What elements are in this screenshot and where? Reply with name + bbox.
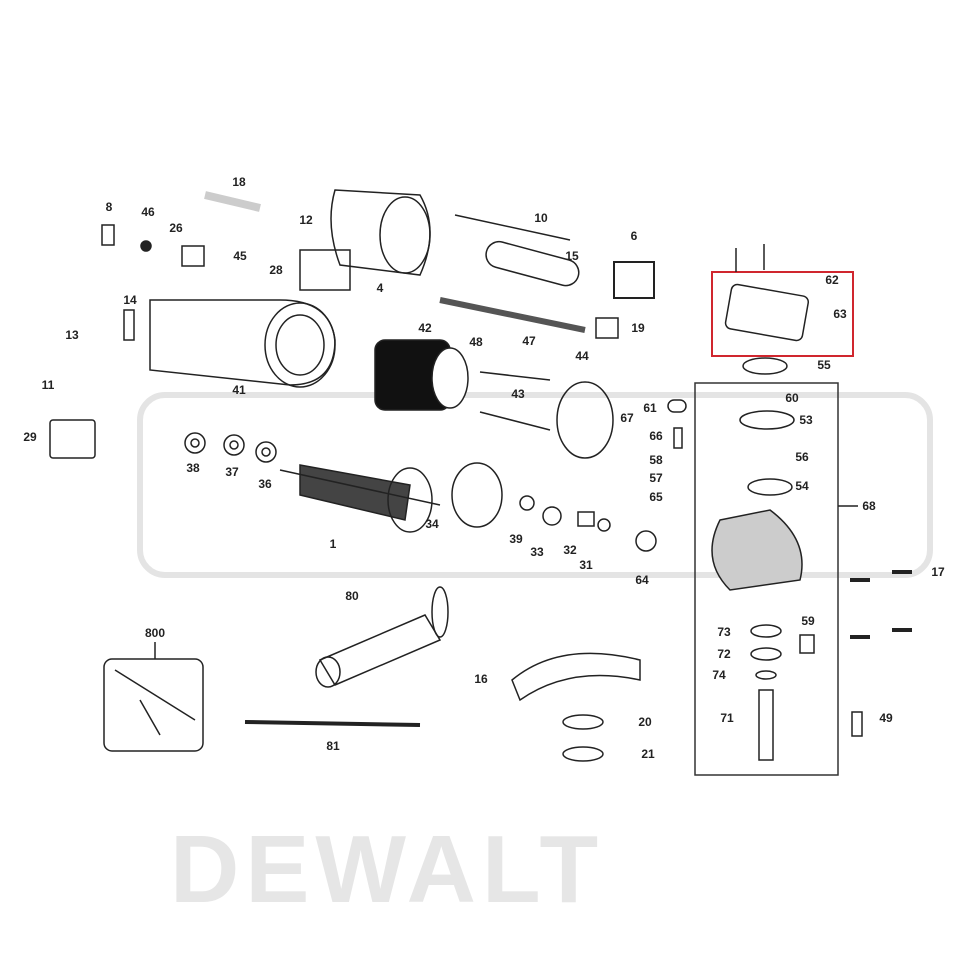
callout-label: 26	[169, 221, 183, 235]
field-coil	[374, 339, 469, 411]
callout-label: 68	[862, 499, 876, 513]
callout-label-highlighted: 62	[825, 273, 839, 287]
callout-label: 49	[879, 711, 893, 725]
callout-label: 46	[141, 205, 155, 219]
callout-label: 65	[649, 490, 663, 504]
callout-label: 19	[631, 321, 645, 335]
accessory-tool	[114, 669, 196, 736]
callout-label: 11	[41, 378, 55, 392]
callout-label: 57	[649, 471, 663, 485]
callout-label: 80	[345, 589, 359, 603]
callout-label: 42	[418, 321, 432, 335]
callout-label: 36	[258, 477, 272, 491]
callout-label: 53	[799, 413, 813, 427]
callout-label: 16	[474, 672, 488, 686]
callout-label: 20	[638, 715, 652, 729]
callout-label: 47	[522, 334, 536, 348]
washers	[184, 432, 657, 552]
callout-label: 58	[649, 453, 663, 467]
side-handle	[315, 586, 449, 688]
callout-label: 61	[643, 401, 657, 415]
callout-label: 67	[620, 411, 634, 425]
baffle-ring	[556, 381, 614, 459]
callout-label: 39	[509, 532, 523, 546]
callout-label: 81	[326, 739, 340, 753]
highlight-box	[711, 271, 854, 357]
rods	[204, 191, 586, 431]
callout-label: 71	[720, 711, 734, 725]
callout-label: 18	[232, 175, 246, 189]
callout-label: 34	[425, 517, 439, 531]
callout-label: 37	[225, 465, 239, 479]
callout-label: 31	[579, 558, 593, 572]
callout-label: 38	[186, 461, 200, 475]
callout-label: 1	[329, 537, 337, 551]
callout-label: 44	[575, 349, 589, 363]
motor-housing	[149, 299, 336, 388]
callout-label: 10	[534, 211, 548, 225]
callout-label: 66	[649, 429, 663, 443]
callout-label: 54	[795, 479, 809, 493]
callout-label: 12	[299, 213, 313, 227]
gear-case-group-box	[694, 382, 839, 776]
callout-label: 13	[65, 328, 79, 342]
callout-label: 14	[123, 293, 137, 307]
brand-watermark: DEWALT	[170, 816, 605, 923]
callout-label: 800	[144, 626, 166, 640]
callout-label: 73	[717, 625, 731, 639]
outer-flange	[562, 746, 604, 762]
callout-label: 15	[565, 249, 579, 263]
callout-label: 41	[232, 383, 246, 397]
callout-label: 55	[817, 358, 831, 372]
callout-label: 4	[376, 281, 384, 295]
callout-label: 33	[530, 545, 544, 559]
callout-label: 60	[785, 391, 799, 405]
inner-flange	[562, 714, 604, 730]
callout-label: 32	[563, 543, 577, 557]
fan	[451, 462, 503, 528]
callout-label: 43	[511, 387, 525, 401]
rear-cap	[330, 189, 431, 276]
callout-label: 64	[635, 573, 649, 587]
spanner	[244, 720, 421, 727]
callout-label: 21	[641, 747, 655, 761]
callout-label: 56	[795, 450, 809, 464]
callout-label: 8	[105, 200, 113, 214]
callout-label-highlighted: 63	[833, 307, 847, 321]
callout-label: 29	[23, 430, 37, 444]
callout-label: 28	[269, 263, 283, 277]
wheel-guard	[511, 652, 641, 702]
callout-label: 6	[630, 229, 638, 243]
callout-label: 74	[712, 668, 726, 682]
callout-label: 72	[717, 647, 731, 661]
accessory-box	[103, 658, 204, 752]
callout-label: 59	[801, 614, 815, 628]
small-parts	[49, 224, 687, 459]
screws	[735, 244, 912, 737]
callout-label: 48	[469, 335, 483, 349]
armature	[279, 464, 441, 533]
watermark-frame	[137, 392, 933, 578]
callout-label: 17	[931, 565, 945, 579]
gear-case-parts	[711, 283, 815, 761]
callout-label: 45	[233, 249, 247, 263]
